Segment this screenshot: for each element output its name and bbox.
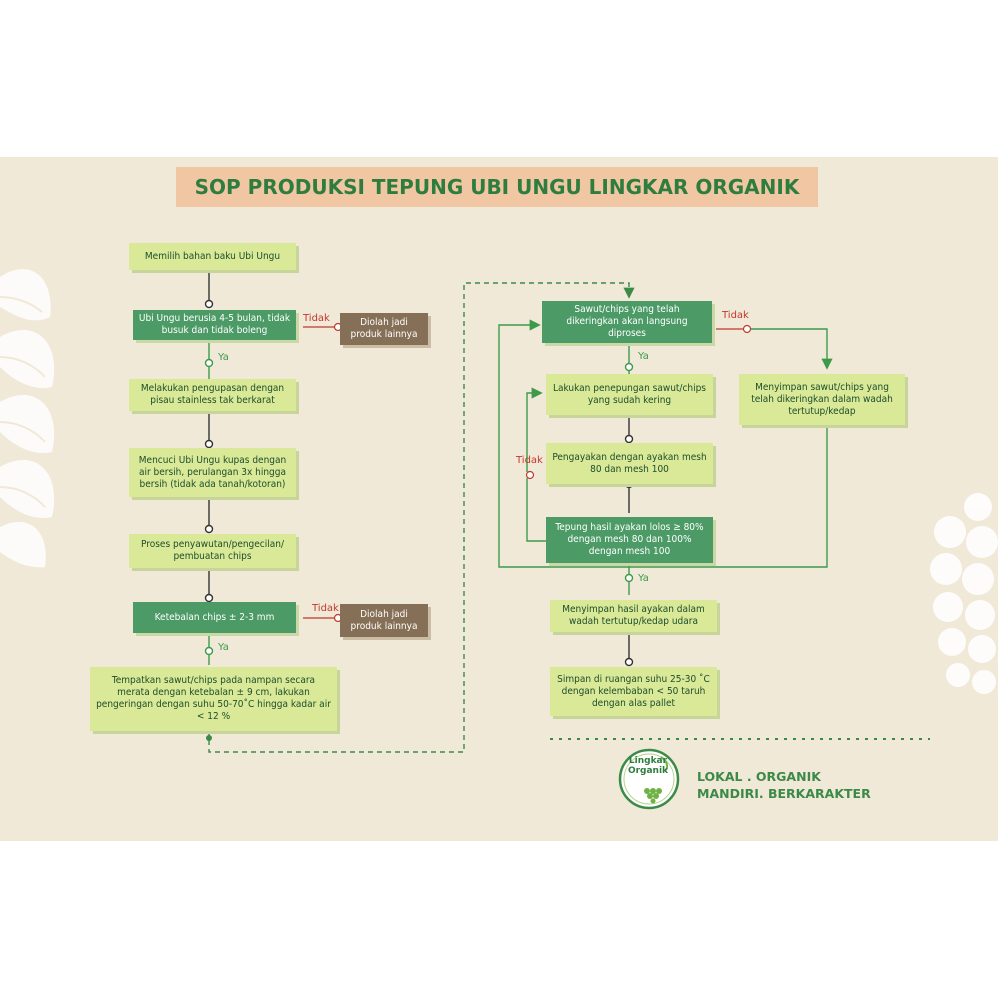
step-select-raw-material: Memilih bahan baku Ubi Ungu — [129, 243, 296, 270]
step-reject-other-product-2: Diolah jadi produk lainnya — [340, 604, 428, 637]
step-dried-chips-processed: Sawut/chips yang telah dikeringkan akan … — [542, 301, 712, 343]
step-sieve-result-check: Tepung hasil ayakan lolos ≥ 80% dengan m… — [546, 517, 713, 563]
label-ya: Ya — [218, 642, 229, 653]
label-ya: Ya — [218, 352, 229, 363]
label-ya: Ya — [638, 573, 649, 584]
sop-poster: SOP PRODUKSI TEPUNG UBI UNGU LINGKAR ORG… — [0, 157, 998, 841]
brand-tagline: LOKAL . ORGANIK MANDIRI. BERKARAKTER — [697, 768, 871, 802]
logo-line-1: Lingkar — [622, 756, 674, 766]
tagline-line-2: MANDIRI. BERKARAKTER — [697, 785, 871, 802]
step-chipping: Proses penyawutan/pengecilan/ pembuatan … — [129, 534, 296, 568]
label-tidak: Tidak — [303, 313, 330, 324]
step-sieving: Pengayakan dengan ayakan mesh 80 dan mes… — [546, 443, 713, 484]
step-store-dried-chips: Menyimpan sawut/chips yang telah dikerin… — [739, 374, 905, 425]
label-ya: Ya — [638, 351, 649, 362]
step-storage-room: Simpan di ruangan suhu 25-30 ˚C dengan k… — [550, 667, 717, 716]
step-washing: Mencuci Ubi Ungu kupas dengan air bersih… — [129, 448, 296, 497]
step-peeling: Melakukan pengupasan dengan pisau stainl… — [129, 379, 296, 411]
tagline-line-1: LOKAL . ORGANIK — [697, 768, 871, 785]
step-drying: Tempatkan sawut/chips pada nampan secara… — [90, 667, 337, 731]
step-chip-thickness: Ketebalan chips ± 2-3 mm — [133, 602, 296, 633]
label-tidak: Tidak — [722, 310, 749, 321]
label-tidak: Tidak — [312, 603, 339, 614]
step-store-flour: Menyimpan hasil ayakan dalam wadah tertu… — [550, 600, 717, 632]
step-reject-other-product-1: Diolah jadi produk lainnya — [340, 313, 428, 345]
step-check-quality: Ubi Ungu berusia 4-5 bulan, tidak busuk … — [133, 310, 296, 340]
label-tidak: Tidak — [516, 455, 543, 466]
logo-line-2: Organik — [622, 766, 674, 776]
step-milling: Lakukan penepungan sawut/chips yang suda… — [546, 374, 713, 415]
logo-text: Lingkar Organik — [622, 756, 674, 776]
